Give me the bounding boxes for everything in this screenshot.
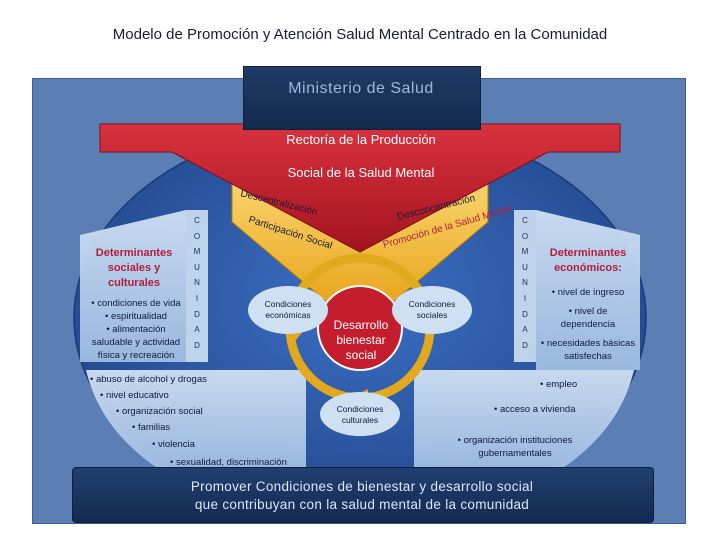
right-list: • nivel de ingreso • nivel de dependenci… bbox=[538, 286, 638, 363]
lower-left-item: • violencia bbox=[152, 439, 195, 450]
cond-line: Condiciones bbox=[408, 299, 456, 309]
left-comunidad-strip bbox=[186, 210, 208, 362]
lower-right-panel bbox=[414, 370, 634, 470]
left-list-item: física y recreación bbox=[97, 350, 175, 361]
right-heading-line: económicos: bbox=[554, 262, 622, 274]
comunidad-letter: D bbox=[522, 309, 528, 319]
comunidad-letter: A bbox=[522, 325, 528, 335]
comunidad-right: C O M U N I D A D bbox=[519, 216, 531, 356]
lower-left-item: • sexualidad, discriminación bbox=[170, 457, 287, 468]
comunidad-letter: D bbox=[194, 340, 200, 350]
arrow-line-2: Social de la Salud Mental bbox=[287, 165, 435, 180]
arrow-line-1: Rectoría de la Producción bbox=[286, 132, 436, 147]
left-panel bbox=[80, 210, 186, 362]
right-list-item: • necesidades básicas bbox=[540, 338, 636, 349]
bottom-line: que contribuyan con la salud mental de l… bbox=[194, 497, 530, 512]
comunidad-letter: O bbox=[521, 231, 529, 241]
comunidad-letter: D bbox=[522, 340, 528, 350]
center-line: bienestar bbox=[336, 333, 386, 347]
comunidad-letter: I bbox=[523, 293, 527, 303]
bottom-banner-text: Promover Condiciones de bienestar y desa… bbox=[72, 478, 652, 514]
comunidad-letter: U bbox=[522, 262, 528, 272]
left-heading-line: sociales y bbox=[107, 262, 161, 274]
comunidad-letter: D bbox=[194, 309, 200, 319]
center-line: social bbox=[345, 348, 377, 362]
right-list-item: • nivel de bbox=[568, 306, 608, 317]
ministry-box bbox=[243, 66, 481, 130]
left-determinants: Determinantes sociales y culturales bbox=[82, 246, 186, 291]
left-heading-line: culturales bbox=[108, 277, 160, 289]
comunidad-letter: N bbox=[522, 278, 528, 288]
right-list-item: • nivel de ingreso bbox=[551, 287, 625, 298]
comunidad-letter: M bbox=[193, 247, 201, 257]
lower-left-item: • organización social bbox=[116, 406, 203, 417]
cond-line: económicas bbox=[265, 310, 311, 320]
comunidad-letter: C bbox=[194, 216, 200, 225]
cond-line: culturales bbox=[341, 415, 379, 425]
bottom-banner bbox=[72, 467, 654, 523]
left-list-item: • condiciones de vida bbox=[91, 298, 181, 309]
comunidad-letter: O bbox=[193, 231, 201, 241]
ministry-label: Ministerio de Salud bbox=[288, 80, 434, 97]
right-list-item: dependencia bbox=[560, 319, 616, 330]
comunidad-left: C O M U N I D A D bbox=[191, 216, 203, 356]
social-bubble bbox=[392, 286, 472, 334]
comunidad-letter: C bbox=[522, 216, 528, 225]
comunidad-letter: N bbox=[194, 278, 200, 288]
lower-right-item: • empleo bbox=[540, 379, 578, 390]
cultural-conditions: Condiciones culturales bbox=[320, 404, 400, 426]
lower-left-item: • abuso de alcohol y drogas bbox=[90, 374, 207, 385]
cycle-center-label: Desarrollo bienestar social bbox=[316, 318, 406, 363]
right-comunidad-strip bbox=[514, 210, 536, 362]
comunidad-letter: A bbox=[194, 325, 200, 335]
right-determinants: Determinantes económicos: bbox=[538, 246, 638, 276]
red-arrow bbox=[99, 123, 621, 253]
page-title: Modelo de Promoción y Atención Salud Men… bbox=[112, 26, 608, 43]
social-conditions: Condiciones sociales bbox=[392, 299, 472, 321]
cond-line: sociales bbox=[416, 310, 448, 320]
economic-conditions: Condiciones económicas bbox=[248, 299, 328, 321]
lower-right-line: • organización instituciones bbox=[457, 435, 573, 446]
lower-right-line: gubernamentales bbox=[478, 448, 552, 459]
lower-inner-panel bbox=[86, 370, 306, 470]
lower-left-item: • familias bbox=[132, 422, 171, 433]
right-list-item: satisfechas bbox=[564, 351, 612, 362]
left-list-item: saludable y actividad bbox=[91, 337, 181, 348]
cultural-bubble bbox=[320, 392, 400, 436]
bottom-line: Promover Condiciones de bienestar y desa… bbox=[190, 479, 534, 494]
right-panel bbox=[536, 210, 640, 370]
left-heading-line: Determinantes bbox=[95, 247, 173, 259]
lower-right-item: • acceso a vivienda bbox=[494, 404, 576, 415]
comunidad-letter: I bbox=[195, 293, 199, 303]
left-list-item: • alimentación bbox=[106, 324, 166, 335]
lower-left-item: • nivel educativo bbox=[100, 390, 169, 401]
cycle-center bbox=[317, 285, 403, 371]
economic-bubble bbox=[248, 286, 328, 334]
cond-line: Condiciones bbox=[336, 404, 384, 414]
right-heading-line: Determinantes bbox=[549, 247, 627, 259]
lower-right-item: • organización instituciones gubernament… bbox=[430, 434, 600, 460]
center-line: Desarrollo bbox=[333, 318, 389, 332]
left-list-item: • espiritualidad bbox=[105, 311, 167, 322]
comunidad-letter: U bbox=[194, 262, 200, 272]
comunidad-letter: M bbox=[521, 247, 529, 257]
cond-line: Condiciones bbox=[264, 299, 312, 309]
left-list: • condiciones de vida • espiritualidad •… bbox=[86, 297, 186, 362]
